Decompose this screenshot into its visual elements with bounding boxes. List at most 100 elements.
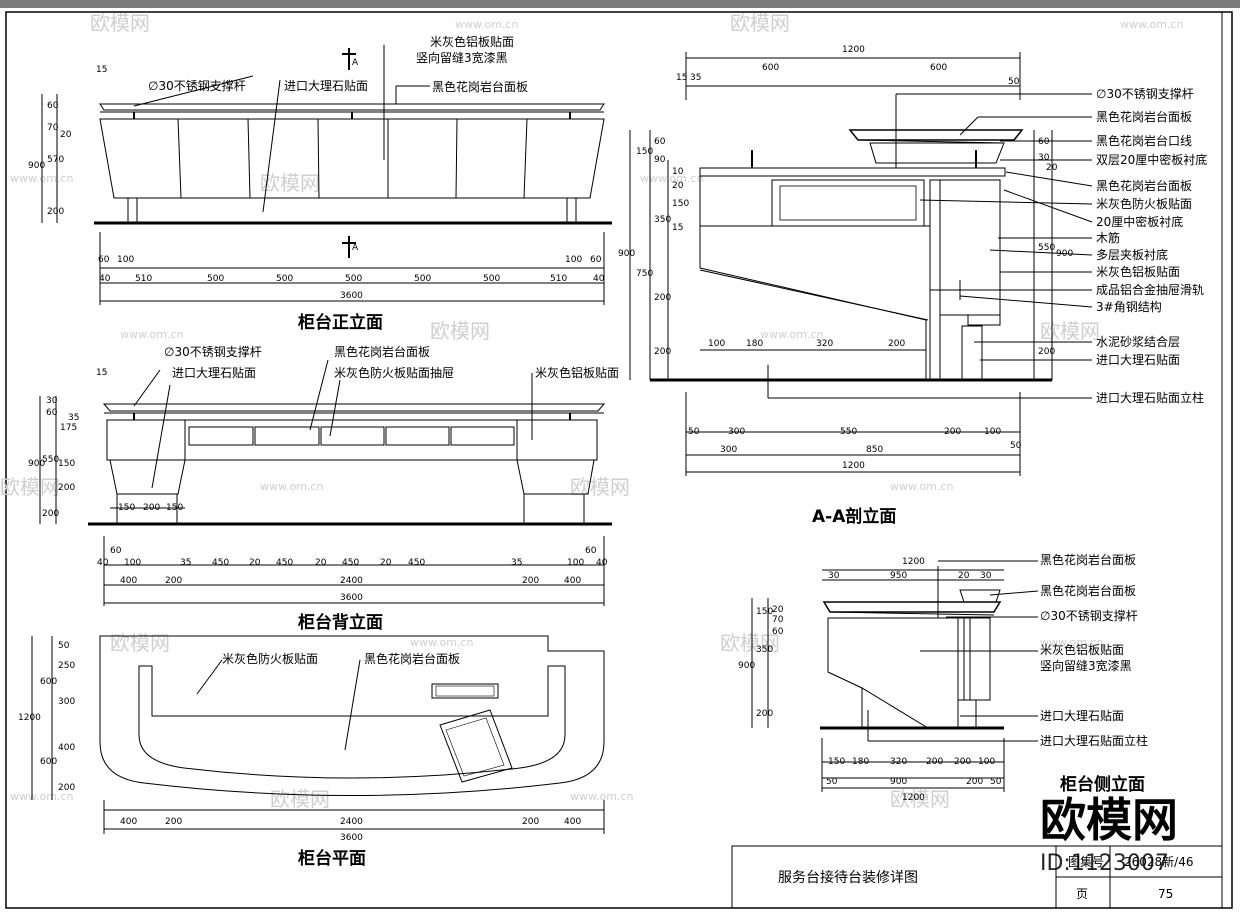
svg-text:www.om.cn: www.om.cn: [1120, 18, 1183, 31]
svg-text:900: 900: [738, 661, 755, 671]
svg-text:3600: 3600: [340, 291, 363, 301]
section-aa-text: ∅30不锈钢支撑杆 黑色花岗岩台面板 黑色花岗岩台口线 双层20厘中密板衬底 黑…: [618, 45, 1207, 527]
svg-text:250: 250: [58, 661, 75, 671]
svg-text:400: 400: [58, 743, 75, 753]
watermark-logo: 欧模网 ID:1123007: [1040, 793, 1178, 876]
svg-text:150: 150: [672, 199, 689, 209]
svg-text:200: 200: [966, 777, 983, 787]
svg-text:A: A: [352, 58, 359, 68]
svg-text:300: 300: [720, 445, 737, 455]
svg-text:900: 900: [28, 161, 45, 171]
svg-text:35: 35: [690, 73, 701, 83]
svg-text:3#角钢结构: 3#角钢结构: [1096, 299, 1162, 314]
svg-text:15: 15: [672, 223, 683, 233]
svg-text:∅30不锈钢支撑杆: ∅30不锈钢支撑杆: [148, 78, 246, 93]
svg-text:550: 550: [840, 427, 857, 437]
svg-text:500: 500: [207, 274, 224, 284]
front-elevation-text: 米灰色铝板贴面 竖向留缝3宽漆黑 ∅30不锈钢支撑杆 进口大理石贴面 黑色花岗岩…: [28, 34, 605, 333]
svg-text:40: 40: [99, 274, 111, 284]
atlas-number: 26028新/46: [1124, 854, 1194, 869]
svg-text:3600: 3600: [340, 593, 363, 603]
svg-text:150: 150: [756, 607, 773, 617]
svg-text:350: 350: [756, 645, 773, 655]
svg-text:200: 200: [522, 576, 539, 586]
svg-text:柜台正立面: 柜台正立面: [298, 312, 383, 333]
svg-text:60: 60: [585, 546, 597, 556]
svg-text:20: 20: [958, 571, 970, 581]
svg-text:510: 510: [550, 274, 567, 284]
svg-text:550: 550: [1038, 243, 1055, 253]
svg-text:600: 600: [40, 677, 57, 687]
atlas-label: 图集号: [1068, 854, 1104, 869]
svg-text:欧模网: 欧模网: [730, 11, 790, 35]
section-aa: [629, 52, 1093, 476]
svg-text:欧模网: 欧模网: [0, 475, 60, 499]
svg-text:320: 320: [816, 339, 833, 349]
svg-text:600: 600: [930, 63, 947, 73]
svg-text:100: 100: [124, 558, 141, 568]
svg-text:400: 400: [120, 817, 137, 827]
svg-text:350: 350: [654, 215, 671, 225]
svg-text:进口大理石贴面立柱: 进口大理石贴面立柱: [1040, 733, 1148, 748]
svg-text:2400: 2400: [340, 576, 363, 586]
svg-text:20: 20: [772, 605, 784, 615]
svg-text:进口大理石贴面: 进口大理石贴面: [1040, 709, 1124, 723]
svg-text:3600: 3600: [340, 833, 363, 843]
svg-text:欧模网: 欧模网: [1040, 793, 1178, 847]
svg-text:进口大理石贴面: 进口大理石贴面: [172, 366, 256, 380]
svg-text:米灰色铝板贴面: 米灰色铝板贴面: [430, 34, 514, 49]
svg-text:1200: 1200: [902, 557, 925, 567]
svg-text:60: 60: [98, 255, 110, 265]
svg-text:www.om.cn: www.om.cn: [10, 790, 73, 803]
svg-text:竖向留缝3宽漆黑: 竖向留缝3宽漆黑: [416, 50, 508, 65]
svg-text:www.om.cn: www.om.cn: [760, 328, 823, 341]
top-band: [0, 0, 1240, 8]
svg-text:40: 40: [596, 558, 608, 568]
svg-text:∅30不锈钢支撑杆: ∅30不锈钢支撑杆: [164, 344, 262, 359]
back-elevation: [39, 359, 612, 606]
svg-text:60: 60: [46, 408, 58, 418]
svg-text:20: 20: [60, 130, 72, 140]
svg-text:50: 50: [826, 777, 838, 787]
svg-text:A: A: [352, 243, 359, 253]
svg-text:90: 90: [654, 155, 666, 165]
svg-text:米灰色铝板贴面: 米灰色铝板贴面: [1096, 264, 1180, 279]
svg-text:1200: 1200: [842, 461, 865, 471]
svg-text:米灰色防火板贴面抽屉: 米灰色防火板贴面抽屉: [334, 365, 454, 380]
svg-text:320: 320: [890, 757, 907, 767]
svg-text:60: 60: [47, 101, 59, 111]
svg-text:100: 100: [565, 255, 582, 265]
svg-text:200: 200: [47, 207, 64, 217]
svg-text:600: 600: [762, 63, 779, 73]
svg-text:水泥砂浆结合层: 水泥砂浆结合层: [1096, 334, 1180, 349]
svg-text:米灰色防火板贴面: 米灰色防火板贴面: [1096, 196, 1192, 211]
svg-text:1200: 1200: [842, 45, 865, 55]
svg-text:竖向留缝3宽漆黑: 竖向留缝3宽漆黑: [1040, 658, 1132, 673]
svg-text:柜台侧立面: 柜台侧立面: [1060, 774, 1145, 795]
svg-text:黑色花岗岩台面板: 黑色花岗岩台面板: [1040, 583, 1136, 598]
svg-text:柜台平面: 柜台平面: [298, 848, 366, 869]
svg-text:550: 550: [42, 455, 59, 465]
svg-text:米灰色铝板贴面: 米灰色铝板贴面: [1040, 642, 1124, 657]
svg-text:www.om.cn: www.om.cn: [570, 790, 633, 803]
watermark-tiles: 欧模网 www.om.cn 欧模网 www.om.cn 欧模网 www.om.c…: [0, 11, 1183, 811]
svg-text:500: 500: [414, 274, 431, 284]
svg-text:柜台背立面: 柜台背立面: [298, 612, 383, 633]
svg-text:15: 15: [96, 368, 107, 378]
svg-text:70: 70: [47, 123, 59, 133]
svg-text:400: 400: [564, 817, 581, 827]
svg-text:200: 200: [926, 757, 943, 767]
svg-text:850: 850: [866, 445, 883, 455]
svg-text:www.om.cn: www.om.cn: [455, 18, 518, 31]
svg-text:20: 20: [380, 558, 392, 568]
svg-text:30: 30: [1038, 153, 1050, 163]
svg-text:20: 20: [1046, 163, 1058, 173]
svg-text:米灰色铝板贴面: 米灰色铝板贴面: [535, 365, 619, 380]
svg-text:欧模网: 欧模网: [890, 787, 950, 811]
svg-text:750: 750: [636, 269, 653, 279]
back-elevation-text: ∅30不锈钢支撑杆 黑色花岗岩台面板 进口大理石贴面 米灰色防火板贴面抽屉 米灰…: [28, 344, 619, 633]
svg-text:50: 50: [58, 641, 70, 651]
svg-text:450: 450: [408, 558, 425, 568]
svg-text:200: 200: [1038, 347, 1055, 357]
page-label: 页: [1076, 887, 1088, 901]
